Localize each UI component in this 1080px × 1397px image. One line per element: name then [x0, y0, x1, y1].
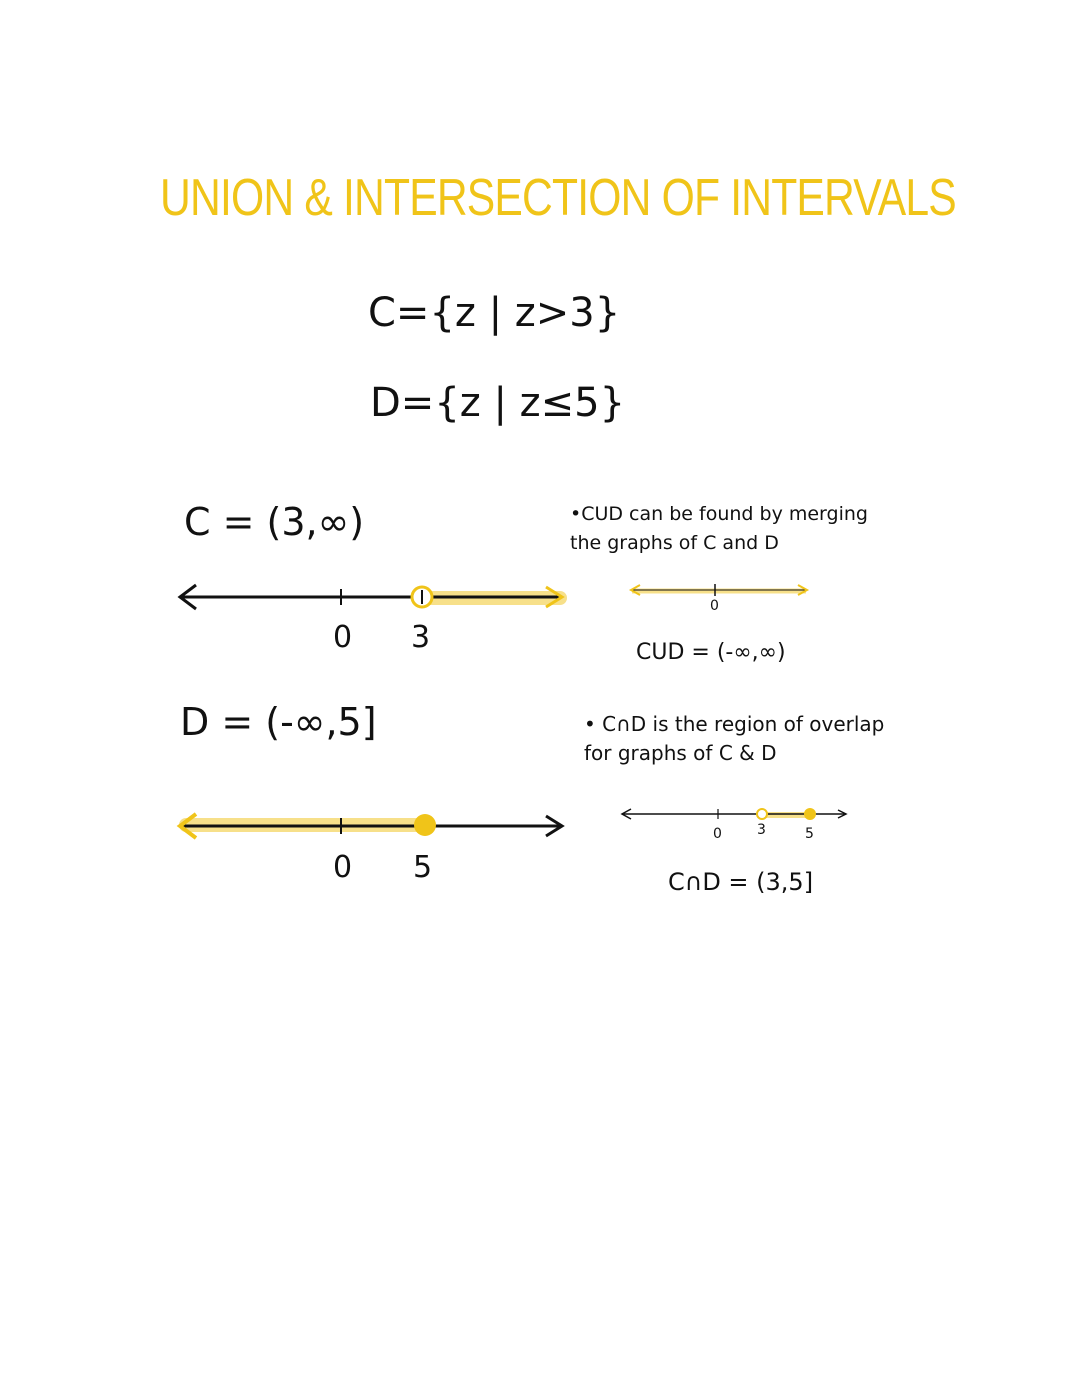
c-label-0: 0 [333, 620, 353, 655]
d-interval-notation: D = (-∞,5] [180, 700, 377, 744]
d-label-0: 0 [333, 850, 353, 885]
intersection-label-0: 0 [713, 826, 722, 842]
union-right-arrow [797, 584, 810, 596]
union-number-line [628, 584, 810, 596]
c-interval-notation: C = (3,∞) [184, 500, 365, 544]
set-c-definition: C={z | z>3} [368, 290, 621, 336]
intersection-closed-point [804, 808, 816, 820]
union-note: •CUD can be found by merging the graphs … [570, 503, 868, 554]
c-number-line [177, 583, 567, 611]
intersection-right-arrow [837, 809, 848, 819]
intersection-result: C∩D = (3,5] [668, 868, 814, 896]
set-d-definition: D={z | z≤5} [370, 380, 626, 426]
union-result: CUD = (-∞,∞) [636, 640, 786, 665]
intersection-label-5: 5 [805, 826, 814, 842]
c-left-arrow [177, 583, 197, 611]
d-left-arrow [176, 812, 198, 840]
d-number-line [176, 812, 565, 840]
intersection-note: • C∩D is the region of overlap for graph… [584, 712, 885, 765]
intersection-left-arrow [620, 808, 632, 820]
intersection-number-line [620, 808, 848, 820]
d-closed-point [414, 814, 436, 836]
intersection-open-point [756, 808, 768, 820]
union-left-arrow [628, 584, 641, 596]
c-label-3: 3 [411, 620, 431, 655]
intersection-label-3: 3 [757, 822, 766, 838]
union-label-0: 0 [710, 598, 719, 614]
d-right-arrow [545, 814, 565, 838]
d-label-5: 5 [413, 850, 433, 885]
c-right-arrow [545, 585, 565, 609]
